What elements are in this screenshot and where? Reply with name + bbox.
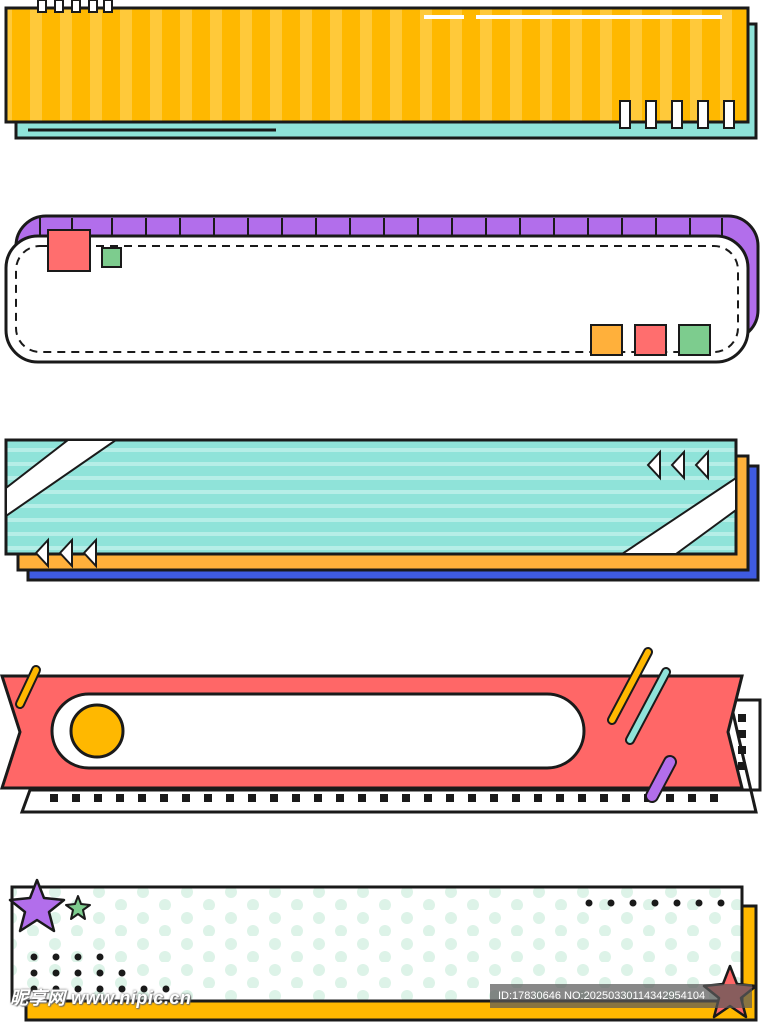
teal-capsule	[625, 667, 671, 745]
green-square	[678, 324, 711, 356]
white-diagonal-band-left	[5, 439, 120, 518]
teal-front-layer	[4, 438, 738, 556]
orange-square	[590, 324, 623, 356]
arrow-triangles-bottom-left	[34, 537, 97, 569]
white-dotted-front-layer	[10, 885, 744, 1003]
purple-capsule	[645, 755, 677, 803]
dotted-trim	[50, 714, 746, 802]
yellow-striped-banner	[4, 0, 758, 140]
pink-square-small	[634, 324, 667, 356]
white-pill	[50, 692, 586, 770]
black-dot-grid-bottom-left	[30, 953, 170, 993]
green-small-square	[101, 247, 122, 268]
arrow-triangles-top-right	[646, 449, 709, 481]
white-diagonal-band-right	[618, 476, 737, 555]
black-dot-row-top-right	[585, 899, 725, 907]
dashed-inner-border	[15, 245, 739, 353]
green-star	[65, 895, 91, 920]
purple-dashed-rounded-banner	[4, 214, 760, 364]
site-watermark: 昵享网 www.nipic.cn	[10, 988, 192, 1008]
bottom-tabs	[619, 100, 735, 129]
coral-ribbon-banner	[0, 647, 762, 814]
yellow-circle	[69, 703, 125, 759]
pink-square	[47, 229, 91, 272]
yellow-front-layer	[4, 6, 750, 124]
teal-striped-layered-banner	[4, 438, 760, 582]
orange-capsule-left	[15, 665, 41, 709]
white-front-layer	[4, 234, 750, 364]
image-id-watermark: ID:17830646 NO:20250330114342954104	[490, 984, 752, 1008]
orange-capsule-right	[607, 647, 653, 725]
top-tabs	[37, 0, 113, 13]
purple-star	[8, 878, 66, 933]
